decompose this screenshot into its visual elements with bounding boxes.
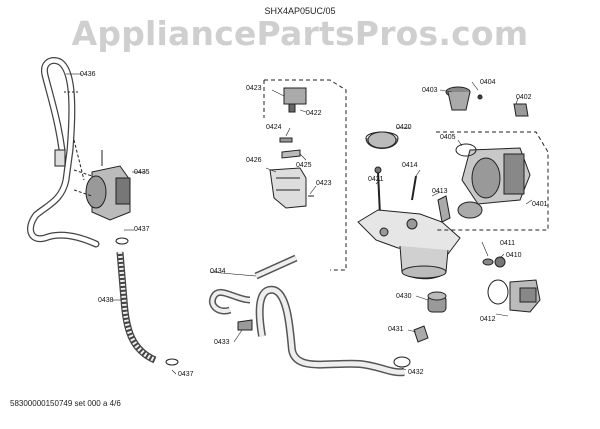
part-label: 0401 [532,201,548,208]
part-label: 0423 [316,180,332,187]
part-label: 0433 [214,339,230,346]
filter-0430 [427,291,447,313]
part-label: 0405 [440,134,456,141]
hose-0432 [255,285,405,377]
part-label: 0414 [402,162,418,169]
part-label: 0438 [98,297,114,304]
part-label: 0421 [368,176,384,183]
part-label: 0422 [306,110,322,117]
circulation-pump-0401 [457,147,531,219]
part-label: 0411 [500,240,516,247]
part-label: 0410 [506,252,522,259]
part-label: 0434 [210,268,226,275]
drain-pump-0435 [85,150,131,221]
pump-parts-top [445,86,529,117]
part-label: 0412 [480,316,496,323]
pump-0412 [487,279,541,313]
sump-assembly [357,209,461,280]
part-label: 0413 [432,188,448,195]
part-label: 0437 [134,226,150,233]
part-label: 0424 [266,124,282,131]
part-label: 0431 [388,326,404,333]
part-label: 0426 [246,157,262,164]
part-label: 0420 [396,124,412,131]
part-label: 0404 [480,79,496,86]
bracket-0426 [269,167,307,209]
part-label: 0432 [408,369,424,376]
model-number: SHX4AP05UC/05 [264,6,336,16]
part-label: 0402 [516,94,532,101]
part-label: 0425 [296,162,312,169]
footer-code: 58300000150749 set 000 a 4/6 [10,399,121,408]
part-label: 0430 [396,293,412,300]
sensor-0422 [283,87,307,113]
part-label: 0423 [246,85,262,92]
part-label: 0403 [422,87,438,94]
part-label: 0437 [178,371,194,378]
part-label: 0435 [134,169,150,176]
watermark-logo: AppliancePartsPros.com [71,14,529,53]
part-label: 0436 [80,71,96,78]
cap-0420 [365,131,399,149]
